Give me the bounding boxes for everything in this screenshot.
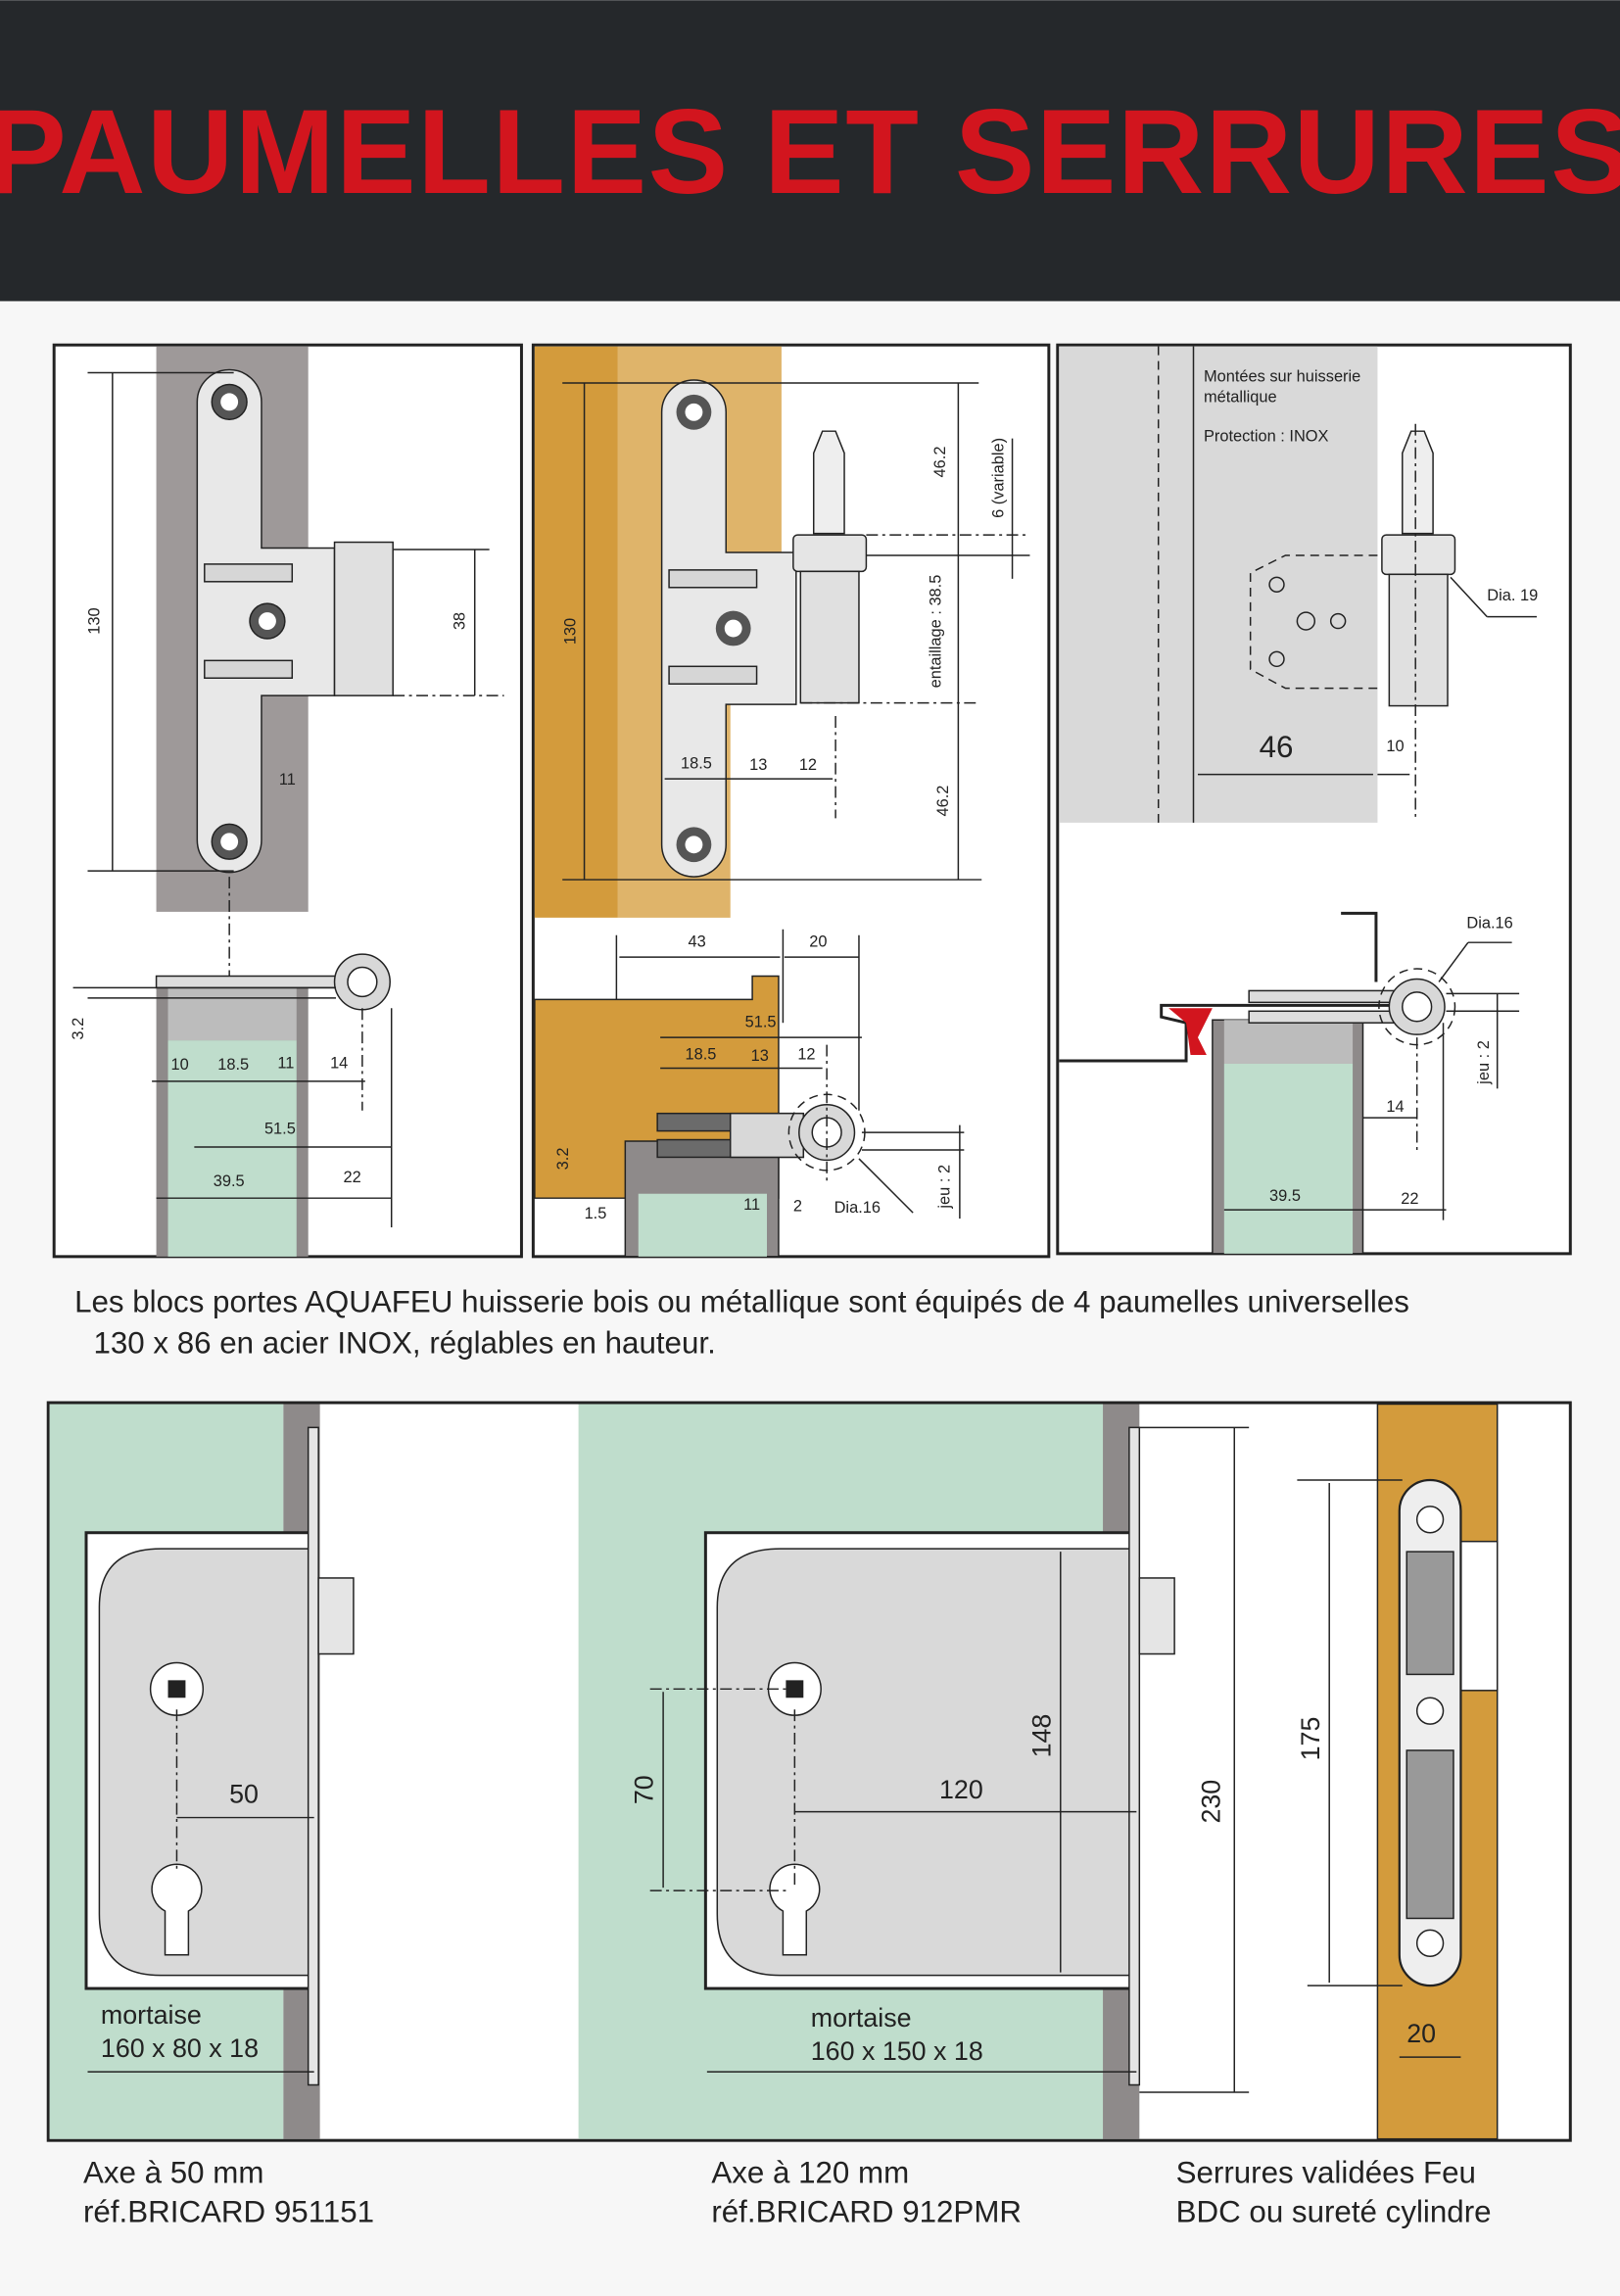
note-text: métallique	[1204, 388, 1277, 406]
dim-label: 50	[229, 1780, 259, 1809]
lock1-caption-axis: Axe à 50 mm	[83, 2155, 263, 2189]
dim-label: 3.2	[70, 1018, 87, 1040]
dim-label: 20	[809, 933, 827, 951]
dim-label: 10	[170, 1056, 188, 1074]
dim-label: 18.5	[681, 755, 712, 773]
dim-label: Dia. 19	[1487, 587, 1538, 604]
hinge-caption-line1: Les blocs portes AQUAFEU huisserie bois …	[74, 1285, 1409, 1319]
dim-label: 51.5	[264, 1121, 296, 1138]
mortise-size: 160 x 80 x 18	[101, 2033, 259, 2063]
dim-label: 148	[1026, 1714, 1056, 1758]
dim-label: 130	[85, 607, 103, 634]
protection-text: Protection : INOX	[1204, 428, 1329, 446]
lock-120mm: 70 120 148 230 mortaise 160 x 150 x 18	[630, 1426, 1250, 2093]
page-title: PAUMELLES ET SERRURES	[0, 84, 1620, 218]
dim-label: 11	[279, 771, 296, 789]
dim-label: 230	[1196, 1780, 1225, 1824]
strike-plate: 175 20	[1296, 1478, 1499, 2058]
dim-label: 22	[1401, 1190, 1418, 1208]
locks-diagram: 50 mortaise 160 x 80 x 18 70 120 148 230…	[46, 1401, 1572, 2142]
dim-label: 6 (variable)	[990, 438, 1008, 518]
dim-label: 39.5	[1269, 1187, 1301, 1205]
dim-label: 46.2	[934, 786, 952, 817]
dim-label: 11	[743, 1196, 760, 1214]
strike-caption-1: Serrures validées Feu	[1176, 2155, 1476, 2189]
lock1-caption-ref: réf.BRICARD 951151	[83, 2195, 374, 2229]
dim-label: Dia.16	[1466, 914, 1512, 932]
note-text: Montées sur huisserie	[1204, 367, 1360, 385]
header-band	[0, 0, 1620, 302]
lock-50mm: 50 mortaise 160 x 80 x 18	[84, 1426, 355, 2086]
dim-label: 12	[797, 1046, 815, 1064]
dim-label: 22	[343, 1169, 360, 1186]
mortise-label: mortaise	[101, 2000, 202, 2030]
dim-label: 2	[793, 1198, 802, 1216]
dim-label: 13	[749, 756, 767, 774]
dim-label: Dia.16	[834, 1199, 881, 1217]
dim-label: 14	[330, 1054, 348, 1072]
dim-label: 13	[751, 1047, 769, 1065]
mortise-label: mortaise	[811, 2003, 912, 2033]
dim-label: 11	[277, 1054, 294, 1072]
dim-label: 130	[562, 618, 580, 645]
dim-label: jeu : 2	[935, 1165, 953, 1210]
dim-label: 18.5	[217, 1056, 249, 1074]
lock2-caption-ref: réf.BRICARD 912PMR	[711, 2195, 1022, 2229]
dim-label: jeu : 2	[1475, 1040, 1493, 1085]
dim-label: 43	[688, 933, 705, 951]
dim-label: 120	[939, 1775, 983, 1804]
hinge-caption-line2: 130 x 86 en acier INOX, réglables en hau…	[93, 1325, 715, 1360]
hinge-diagram-wood-frame-detail: 130 46.2 6 (variable) entaillage : 38.5 …	[531, 343, 1051, 1259]
dim-label: entaillage : 38.5	[927, 575, 944, 689]
dim-label: 3.2	[554, 1148, 572, 1171]
hinge-diagram-wood-frame: 130 38 11 3.2 10 18.5 11 14 51.5 39.5 22	[52, 343, 523, 1259]
dim-label: 46	[1260, 730, 1294, 764]
strike-caption-2: BDC ou sureté cylindre	[1176, 2195, 1492, 2229]
dim-label: 14	[1386, 1098, 1404, 1116]
dim-label: 175	[1296, 1717, 1325, 1761]
dim-label: 20	[1406, 2019, 1436, 2048]
dim-label: 1.5	[585, 1205, 607, 1222]
lock2-caption-axis: Axe à 120 mm	[711, 2155, 909, 2189]
dim-label: 51.5	[745, 1014, 777, 1031]
hinge-diagram-metal-frame: Montées sur huisserie métallique Protect…	[1056, 343, 1572, 1256]
mortise-size: 160 x 150 x 18	[811, 2036, 983, 2066]
dim-label: 46.2	[931, 447, 949, 478]
dim-label: 18.5	[685, 1046, 716, 1064]
dim-label: 38	[451, 612, 468, 630]
dim-label: 12	[799, 756, 817, 774]
dim-label: 39.5	[214, 1172, 245, 1190]
dim-label: 10	[1386, 738, 1404, 755]
dim-label: 70	[630, 1775, 659, 1804]
